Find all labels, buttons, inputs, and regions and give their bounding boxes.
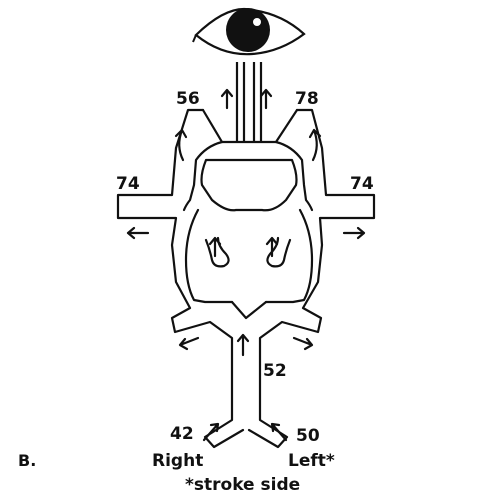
eye-icon xyxy=(192,8,306,56)
ophthalmic-channel xyxy=(235,62,263,142)
value-bottom-left: 42 xyxy=(170,424,194,444)
vessel-network xyxy=(116,108,376,449)
arrow-icon xyxy=(202,422,220,442)
value-bottom-right: 50 xyxy=(296,426,320,446)
arrow-icon xyxy=(259,88,273,110)
value-mid-left: 74 xyxy=(116,174,140,194)
value-top-right: 78 xyxy=(295,89,319,109)
arrow-icon xyxy=(220,88,234,110)
panel-label: B. xyxy=(18,451,36,470)
footnote: *stroke side xyxy=(185,475,300,495)
side-label-left: Left* xyxy=(288,451,335,471)
side-label-right: Right xyxy=(152,451,203,471)
arrow-icon xyxy=(208,236,222,258)
value-mid-right: 74 xyxy=(350,174,374,194)
arrow-icon xyxy=(236,333,250,357)
flow-arrows xyxy=(126,88,366,442)
arrow-icon xyxy=(174,128,188,162)
arrow-icon xyxy=(342,226,366,240)
value-trunk: 52 xyxy=(263,361,287,381)
arrow-icon xyxy=(178,336,200,351)
arrow-icon xyxy=(270,422,288,442)
arrow-icon xyxy=(126,226,150,240)
value-top-left: 56 xyxy=(176,89,200,109)
arrow-icon xyxy=(308,128,322,162)
arrow-icon xyxy=(265,236,279,258)
arrow-icon xyxy=(292,336,314,351)
